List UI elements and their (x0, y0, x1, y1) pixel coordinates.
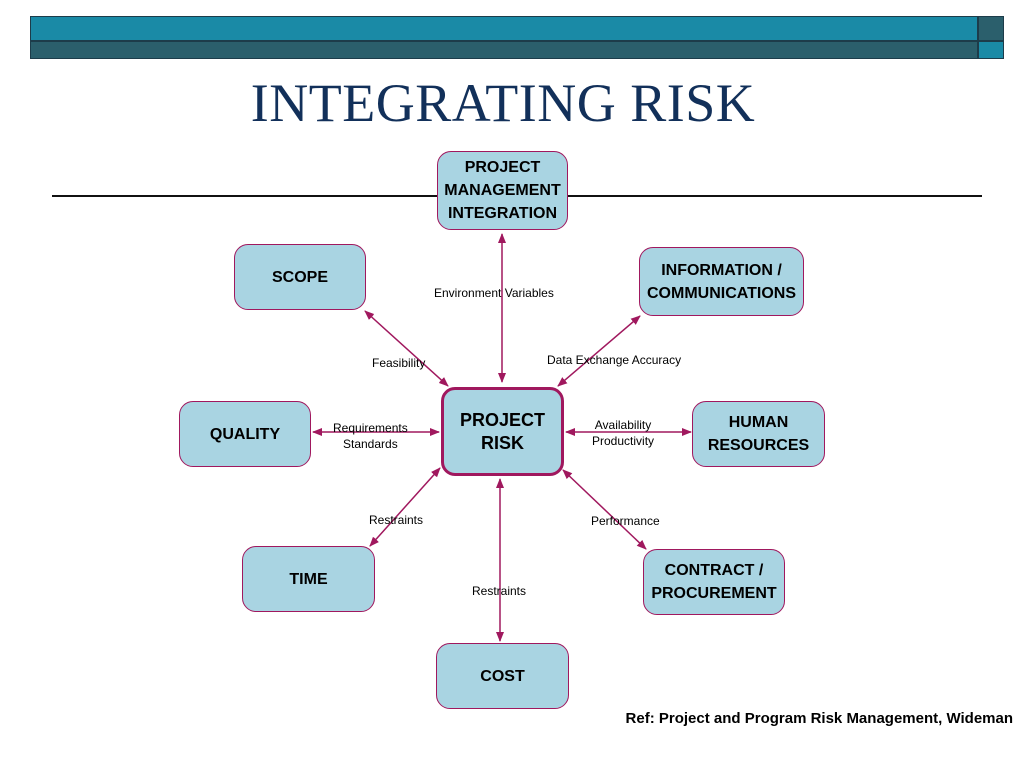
slide-title: INTEGRATING RISK (250, 73, 756, 133)
header-band-bottom (30, 41, 978, 59)
node-cost: COST (436, 643, 569, 709)
label-environment-variables: Environment Variables (434, 286, 554, 300)
label-performance: Performance (591, 514, 660, 528)
label-data-exchange-accuracy: Data Exchange Accuracy (547, 353, 682, 367)
header-band-top (30, 16, 978, 41)
arrow-time (369, 467, 441, 547)
arrow-contract (562, 469, 647, 550)
label-restraints-cost: Restraints (472, 584, 527, 598)
label-restraints-time: Restraints (369, 513, 424, 527)
node-contract-procurement: CONTRACT / PROCUREMENT (643, 549, 785, 615)
arrow-scope (364, 310, 449, 387)
header-corner-square-bottom (978, 41, 1004, 59)
label-feasibility: Feasibility (372, 356, 426, 370)
reference-citation: Ref: Project and Program Risk Management… (625, 710, 1013, 727)
node-scope: SCOPE (234, 244, 366, 310)
label-requirements-standards: Requirements Standards (333, 421, 408, 451)
node-time: TIME (242, 546, 375, 612)
header-corner-square-top (978, 16, 1004, 41)
node-integration: PROJECT MANAGEMENT INTEGRATION (437, 151, 568, 230)
node-information-communications: INFORMATION / COMMUNICATIONS (639, 247, 804, 316)
label-availability-productivity: Availability Productivity (592, 418, 655, 448)
node-quality: QUALITY (179, 401, 311, 467)
arrow-info (557, 315, 641, 387)
node-project-risk: PROJECT RISK (441, 387, 564, 476)
node-human-resources: HUMAN RESOURCES (692, 401, 825, 467)
